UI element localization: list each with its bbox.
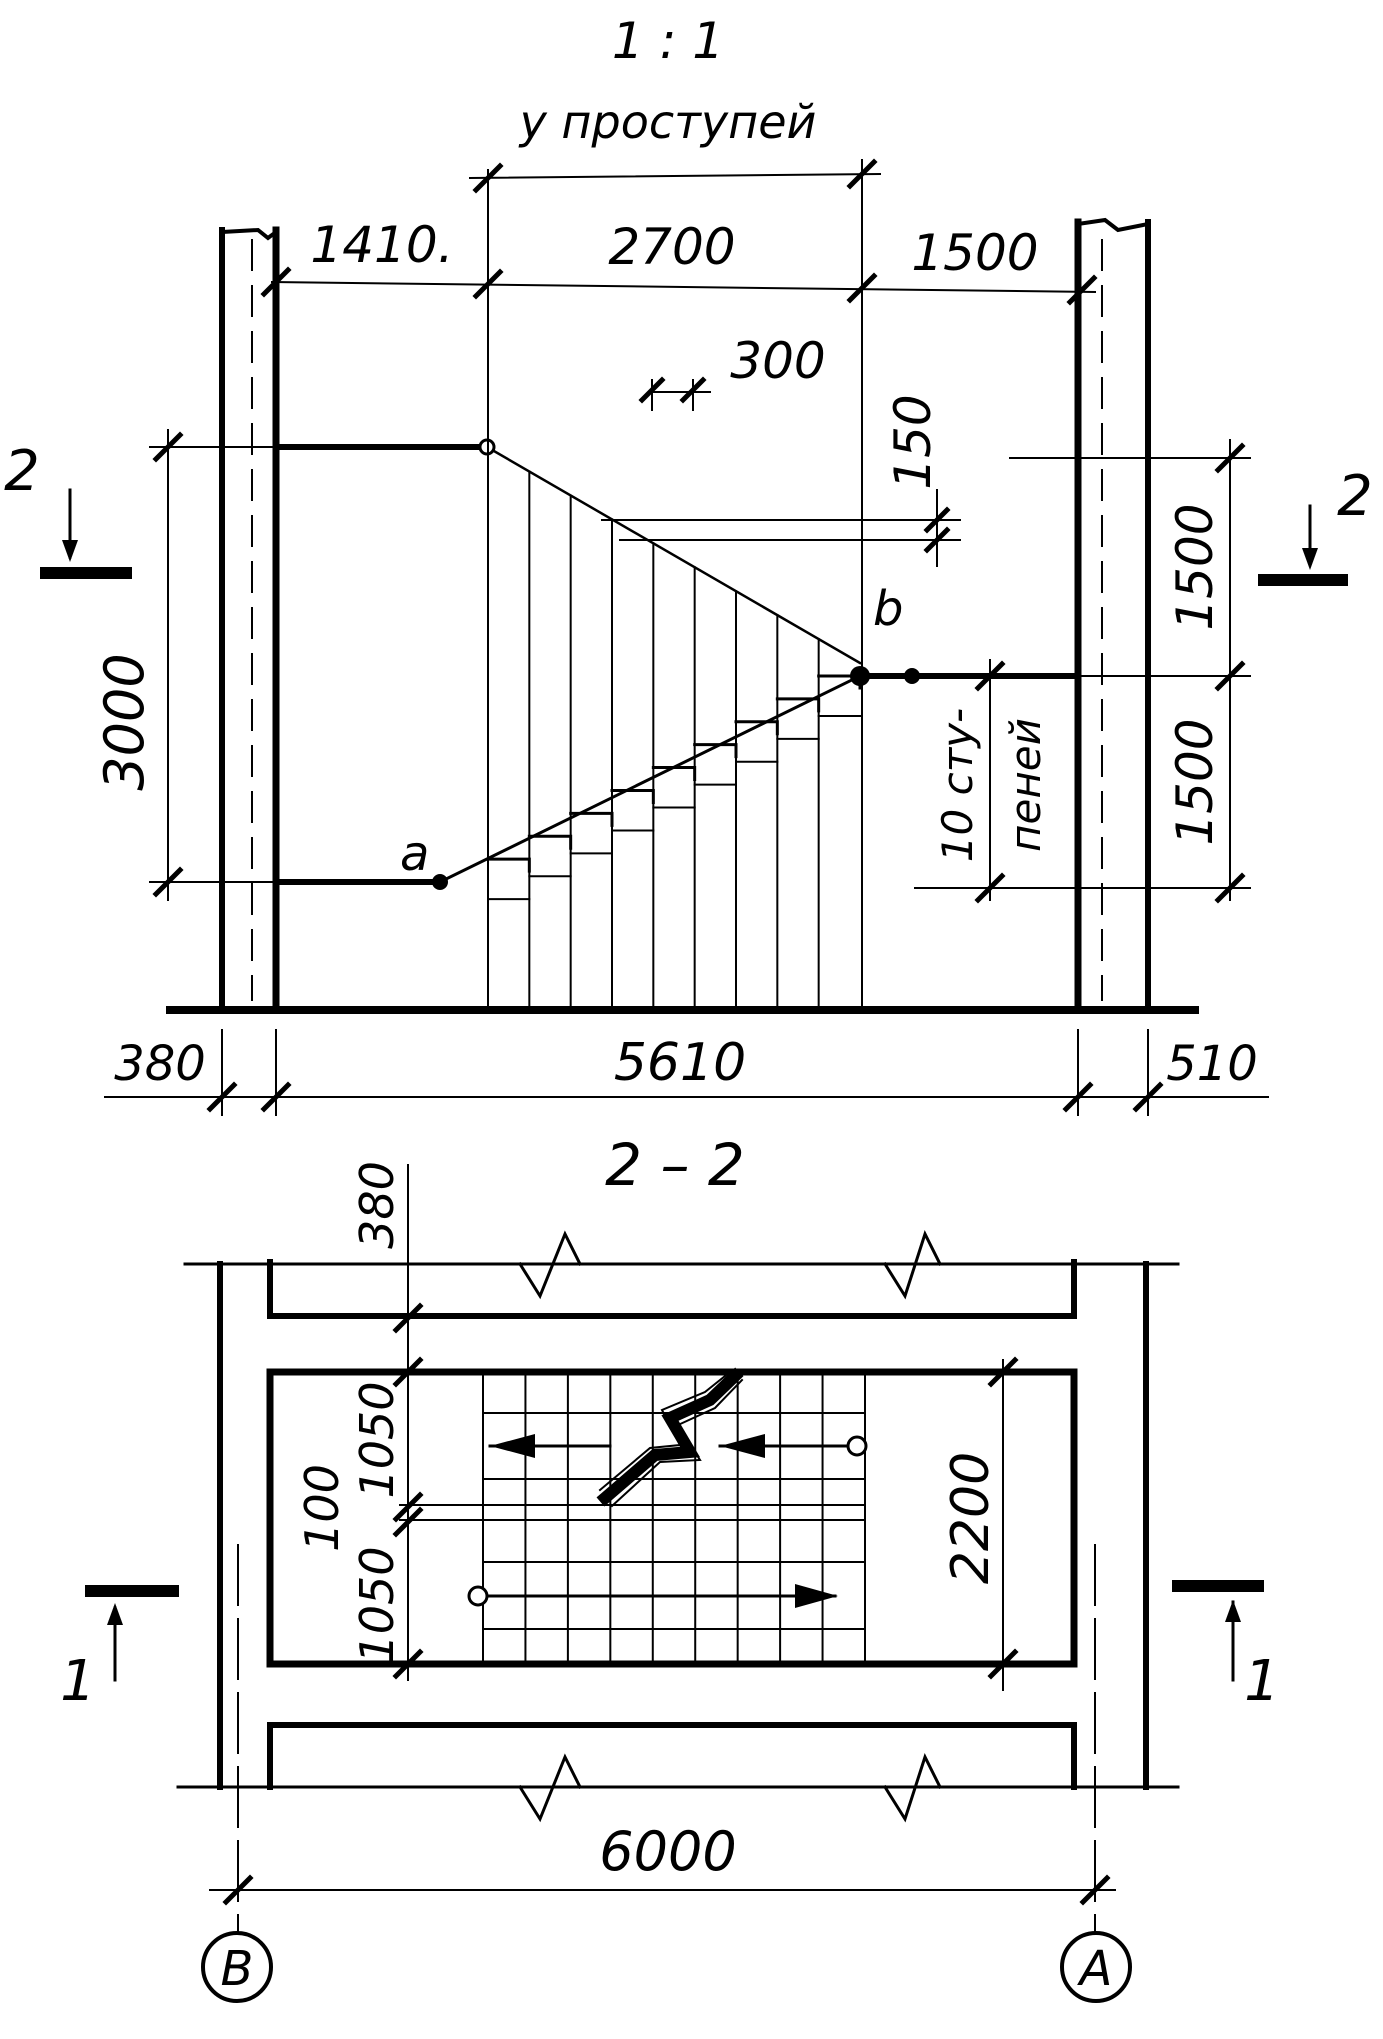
dim-lower-flight-height: 1500	[1166, 718, 1224, 845]
right-wall	[1074, 217, 1151, 1012]
dim-right-landing: 1500	[911, 224, 1038, 282]
axis-a-bubble: A	[1060, 1931, 1132, 2003]
svg-text:1: 1	[60, 1649, 96, 1714]
point-b-label: b	[873, 581, 903, 637]
node-b	[850, 666, 870, 686]
top-dim-ticks	[260, 158, 1098, 306]
dim-flight-run: 2700	[608, 218, 735, 276]
section-2-2: 2 – 2	[60, 1131, 1280, 2003]
cut-marker-1-left: 1	[60, 1585, 179, 1714]
dim-right-wall: 510	[1166, 1036, 1258, 1092]
plan-dim-flight-2: 1050	[350, 1546, 404, 1663]
bottom-wall	[267, 1722, 1077, 1790]
treads-note: у проступей	[518, 95, 817, 149]
svg-text:2: 2	[1337, 464, 1373, 529]
axis-b-bubble: B	[201, 1931, 273, 2003]
plan-dim-axis-span: 6000	[599, 1820, 736, 1883]
svg-text:A: A	[1077, 1941, 1113, 1997]
plan-dim-flight-1: 1050	[350, 1381, 404, 1498]
dim-tread: 300	[730, 332, 825, 390]
lower-flight-steps	[486, 674, 862, 901]
node-right	[904, 668, 920, 684]
left-wall	[219, 226, 280, 1012]
node-a	[432, 874, 448, 890]
lower-flight-slope	[437, 673, 863, 885]
section-2-2-title: 2 – 2	[605, 1131, 745, 1199]
arrow-up-flight	[490, 1434, 535, 1458]
dim-clear-span: 5610	[614, 1033, 746, 1093]
point-a-label: a	[400, 826, 429, 882]
break-line	[596, 1367, 744, 1507]
section-1-1-title: 1 : 1	[612, 12, 724, 70]
dim-upper-flight-height: 1500	[1166, 503, 1224, 630]
plan-dim-wall: 380	[350, 1161, 404, 1249]
svg-text:2: 2	[4, 439, 40, 504]
cut-marker-2-left: 2	[4, 439, 132, 579]
section-1-1: 1 : 1 у проступей	[4, 12, 1373, 1116]
dim-left-wall: 380	[114, 1036, 206, 1092]
dim-height-total: 3000	[93, 653, 156, 790]
arrow-down-flight	[795, 1584, 838, 1608]
steps-note-line-1: 10 сту-	[933, 708, 982, 862]
upper-flight-slope	[485, 445, 862, 665]
top-wall	[267, 1259, 1077, 1319]
dim-riser: 150	[884, 394, 942, 489]
plan-dim-gap: 100	[295, 1464, 349, 1552]
svg-text:B: B	[221, 1941, 254, 1997]
steps-note-line-2: пеней	[1001, 718, 1050, 852]
svg-text:1: 1	[1244, 1649, 1280, 1714]
cut-marker-2-right: 2	[1258, 464, 1373, 586]
cut-marker-1-right: 1	[1172, 1580, 1280, 1714]
step-lines	[487, 446, 820, 1009]
dim-left-landing: 1410.	[310, 216, 453, 274]
plan-dim-stair-width: 2200	[941, 1452, 1001, 1584]
step-profile	[486, 674, 862, 873]
